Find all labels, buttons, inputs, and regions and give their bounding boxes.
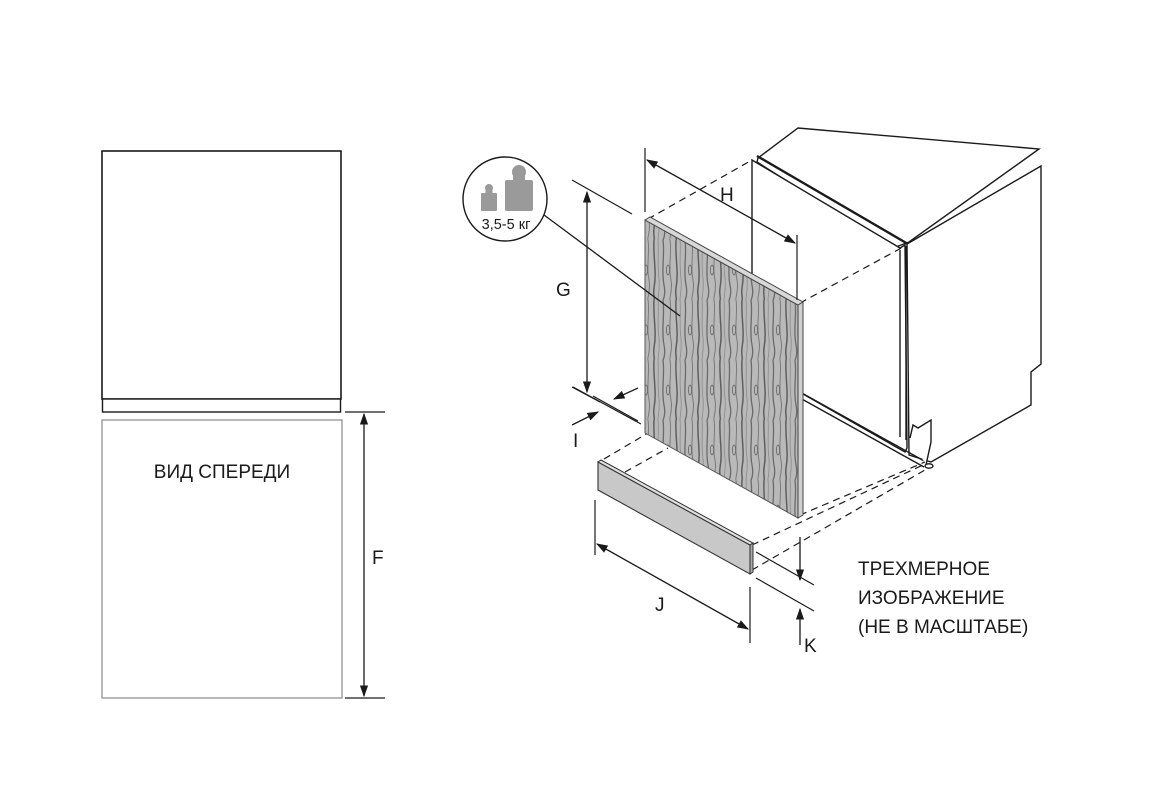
front-view-control-strip [101, 398, 342, 413]
dimension-k-label: K [804, 636, 817, 657]
dimension-j-label: J [655, 595, 665, 616]
front-view-upper-body [101, 150, 342, 400]
dimension-i-label: I [573, 431, 578, 452]
weight-text: 3,5-5 кг [482, 217, 531, 233]
front-view: ВИД СПЕРЕДИ F [101, 150, 385, 699]
dimension-h-label: H [720, 185, 734, 206]
note-line-3: (НЕ В МАСШТАБЕ) [858, 617, 1028, 638]
front-view-door-panel [101, 419, 343, 699]
note-line-1: ТРЕХМЕРНОЕ [858, 559, 990, 580]
note-line-2: ИЗОБРАЖЕНИЕ [858, 588, 1005, 609]
weight-badge: 3,5-5 кг [462, 156, 681, 317]
weights-icon [481, 165, 533, 211]
dimension-h-arrow [645, 159, 797, 244]
dimension-j-arrow [595, 543, 750, 630]
dimension-g-label: G [556, 280, 571, 301]
front-view-label: ВИД СПЕРЕДИ [154, 462, 290, 483]
scale-note: ТРЕХМЕРНОЕ ИЗОБРАЖЕНИЕ (НЕ В МАСШТАБЕ) [858, 559, 1028, 638]
dimension-f-label: F [372, 548, 384, 569]
iso-view: G H I J K [462, 127, 1042, 657]
